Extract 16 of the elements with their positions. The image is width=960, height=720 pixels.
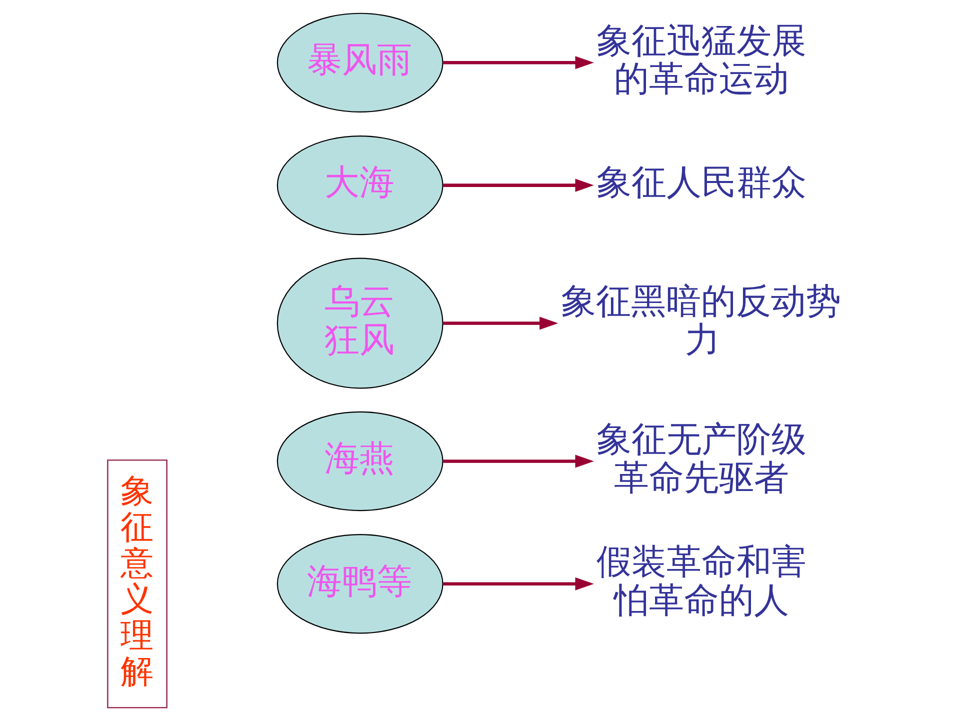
arrow [443,316,558,330]
node-ellipse: 暴风雨 [276,12,444,112]
arrow [443,576,594,590]
node-box: 象征意义理解 [107,458,168,708]
node-text: 象征黑暗的反动势力 [561,280,842,360]
node-ellipse: 海鸭等 [276,534,444,634]
node-text: 象征无产阶级革命先驱者 [596,418,807,498]
node-ellipse: 乌云狂风 [276,257,444,388]
node-text: 象征人民群众 [596,162,807,203]
node-text: 象征迅猛发展的革命运动 [596,20,807,100]
arrow [443,56,594,69]
arrow [443,454,594,468]
node-text: 假装革命和害怕革命的人 [596,541,807,620]
node-ellipse: 大海 [276,134,444,235]
node-ellipse: 海燕 [276,410,444,511]
arrow [443,178,594,192]
